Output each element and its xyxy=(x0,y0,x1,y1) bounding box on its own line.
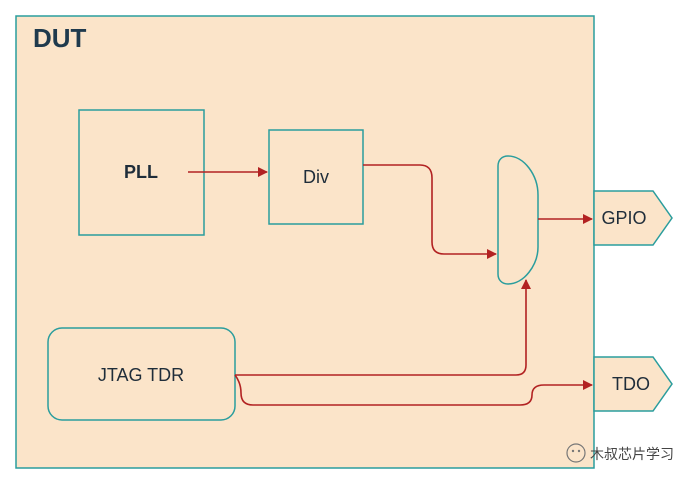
div-block xyxy=(268,129,364,225)
jtag-tdr-block xyxy=(47,327,236,421)
dut-title: DUT xyxy=(33,23,87,53)
tdo-port xyxy=(593,356,673,412)
watermark-icon xyxy=(566,443,586,463)
arrow-jtag-to-tdo xyxy=(234,374,593,406)
gpio-label: GPIO xyxy=(601,208,646,228)
tdo-label: TDO xyxy=(612,374,650,394)
div-label: Div xyxy=(303,167,329,187)
pll-block xyxy=(78,109,205,236)
gpio-port xyxy=(593,190,673,246)
watermark-text: 木叔芯片学习 xyxy=(590,446,674,462)
mux-shape xyxy=(497,155,539,285)
arrow-jtag-to-mux xyxy=(235,279,531,376)
pll-label: PLL xyxy=(124,162,158,182)
watermark: 木叔芯片学习 xyxy=(566,443,674,463)
arrow-div-to-mux xyxy=(363,164,497,259)
jtag-tdr-label: JTAG TDR xyxy=(98,365,184,385)
